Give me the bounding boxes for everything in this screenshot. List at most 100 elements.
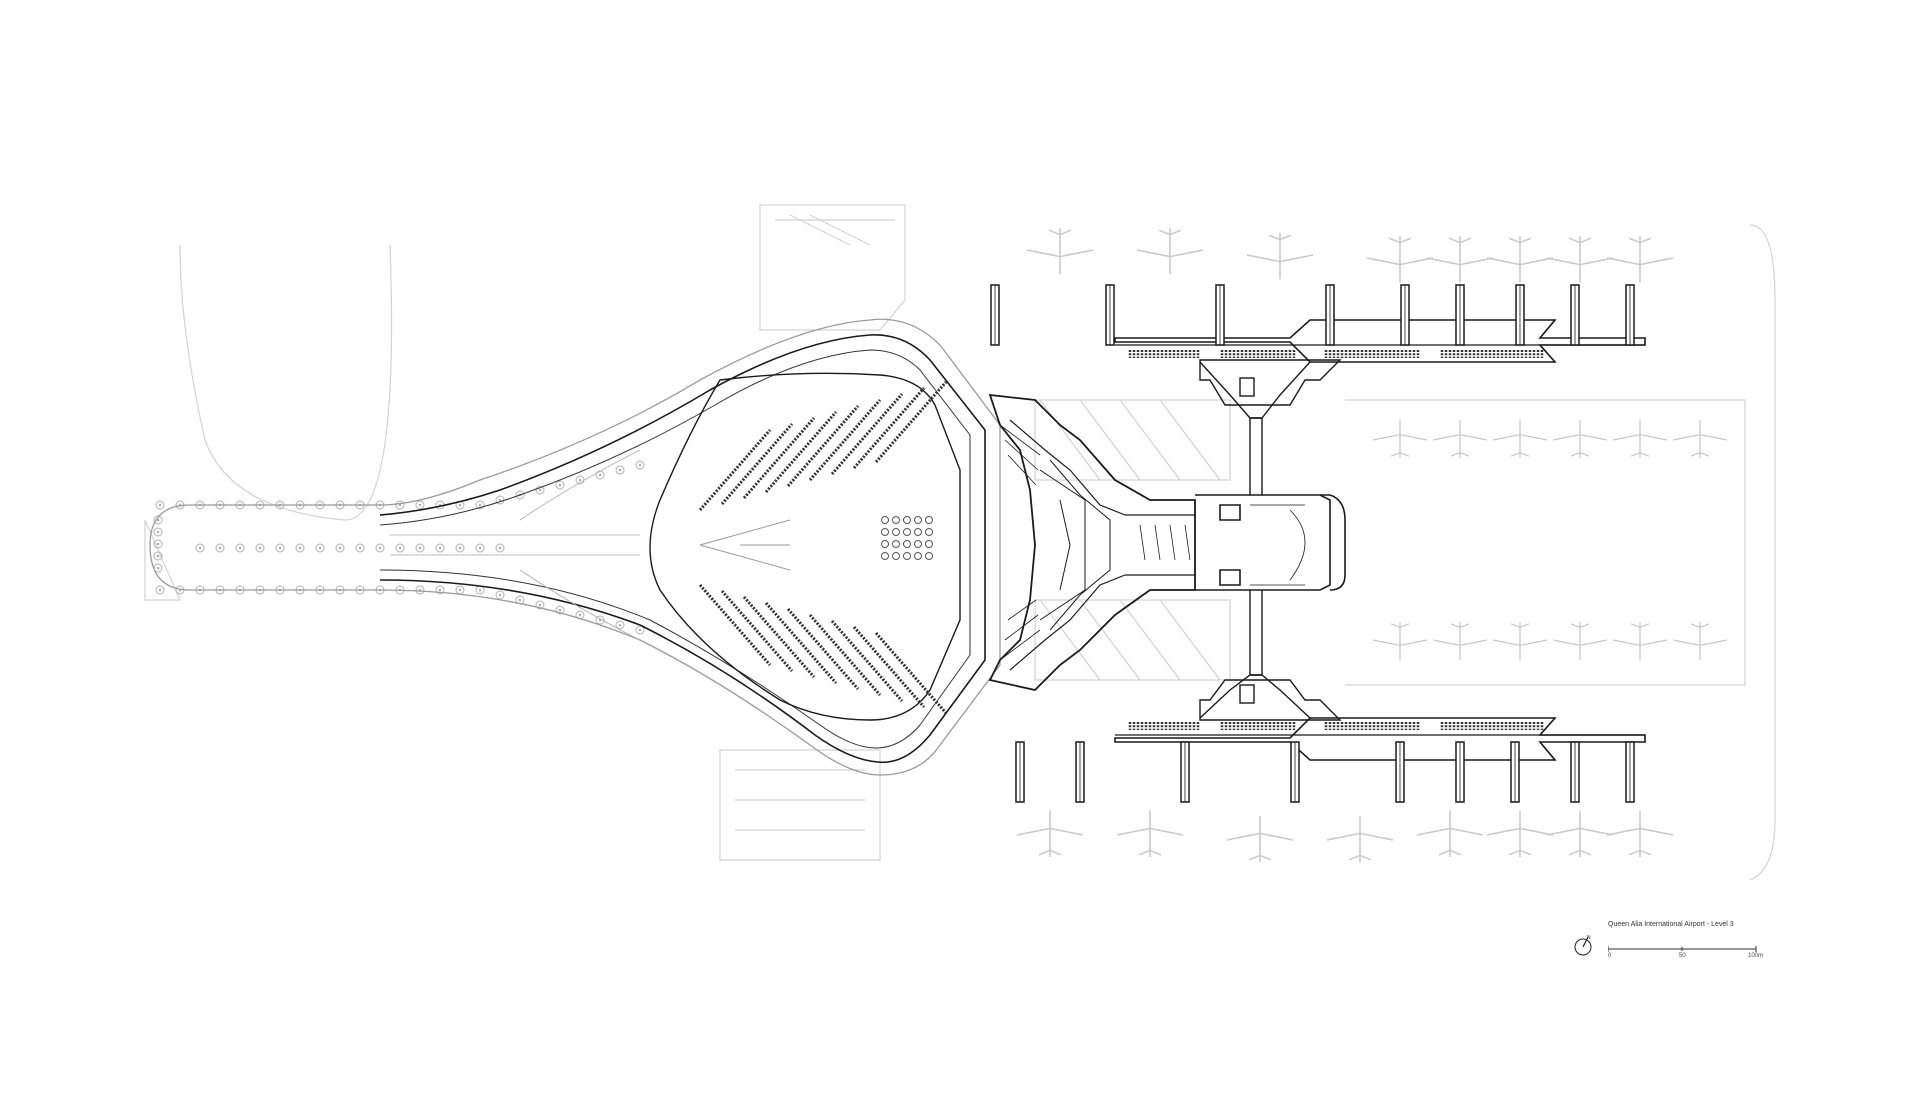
tree-icon [415, 500, 425, 510]
jet-bridge [1625, 284, 1635, 346]
north-pier [990, 284, 1646, 419]
aircraft-icon [1486, 235, 1554, 283]
jet-bridge [1625, 741, 1635, 803]
tree-icon [255, 543, 265, 553]
aircraft-icon [1246, 232, 1314, 280]
jet-bridge [1395, 741, 1405, 803]
tree-icon [335, 543, 345, 553]
planter-icon [925, 540, 933, 548]
planter-icon [914, 552, 922, 560]
planter-icon [914, 540, 922, 548]
tree-icon [215, 543, 225, 553]
planter-icon [914, 516, 922, 524]
aircraft-icon [1492, 621, 1548, 661]
planter-icon [925, 552, 933, 560]
aircraft-icon [1366, 235, 1434, 283]
parking-row [808, 399, 882, 481]
parking-row [874, 381, 948, 463]
scale-label-0: 0 [1608, 953, 1612, 959]
planter-icon [881, 516, 889, 524]
tree-icon [415, 543, 425, 553]
parking-row [720, 590, 794, 672]
parking-row [830, 620, 904, 702]
planter-icon [903, 528, 911, 536]
aircraft-icon [1416, 810, 1484, 858]
planter-icon [925, 516, 933, 524]
aircraft-icon [1612, 621, 1668, 661]
pier-links [1199, 359, 1342, 721]
jet-bridge [1515, 284, 1525, 346]
central-concourse [1195, 494, 1346, 591]
parking-row [698, 584, 772, 666]
tree-icon [635, 460, 645, 470]
aircraft-icon [1432, 621, 1488, 661]
tree-icon [395, 543, 405, 553]
aircraft-icon [1492, 419, 1548, 459]
parking-row [830, 393, 904, 475]
jet-bridge [1570, 284, 1580, 346]
planter-icon [903, 540, 911, 548]
tree-icon [275, 543, 285, 553]
tree-icon [495, 590, 505, 600]
scale-bar [1608, 946, 1757, 952]
jet-bridge [1570, 741, 1580, 803]
parking-row [852, 626, 926, 708]
aircraft-icon [1116, 810, 1184, 858]
parking-row [698, 429, 772, 511]
south-pier [1015, 674, 1646, 803]
tree-icon [195, 543, 205, 553]
drawing-legend: Queen Alia International Airport - Level… [1570, 921, 1770, 967]
tree-icon [155, 500, 165, 510]
aircraft-icon [1606, 235, 1674, 283]
parking-row [852, 387, 926, 469]
access-road [149, 318, 1001, 776]
planter-icon [892, 528, 900, 536]
aircraft-icon [1546, 235, 1614, 283]
tree-icon [395, 500, 405, 510]
jet-bridge [1400, 284, 1410, 346]
planter-icon [903, 552, 911, 560]
terminal-building [988, 393, 1196, 691]
parking-row [786, 608, 860, 690]
tree-icon [595, 470, 605, 480]
tree-icon [555, 480, 565, 490]
planter-icon [914, 528, 922, 536]
parking-row [764, 602, 838, 684]
jet-bridge [1215, 284, 1225, 346]
aircraft-icon [1606, 810, 1674, 858]
north-arrow-icon: N [1574, 935, 1592, 956]
jet-bridge [1325, 284, 1335, 346]
jet-bridge [1455, 284, 1465, 346]
aircraft-icon [1432, 419, 1488, 459]
aircraft-icon [1372, 419, 1428, 459]
aircraft-stands [1016, 227, 1728, 863]
planter-icon [925, 528, 933, 536]
jet-bridge [990, 284, 1000, 346]
tree-icon [615, 465, 625, 475]
tree-icon [415, 585, 425, 595]
parking-row [786, 405, 860, 487]
planter-icon [892, 516, 900, 524]
tree-icon [155, 585, 165, 595]
aircraft-icon [1672, 419, 1728, 459]
aircraft-icon [1136, 227, 1204, 275]
parking-row [742, 417, 816, 499]
jet-bridge [1015, 741, 1025, 803]
tree-icon [375, 543, 385, 553]
planter-icon [903, 516, 911, 524]
jet-bridge [1105, 284, 1115, 346]
tree-icon [295, 543, 305, 553]
drawing-title: Queen Alia International Airport - Level… [1608, 921, 1734, 928]
parking-row [874, 632, 948, 714]
aircraft-icon [1026, 227, 1094, 275]
jet-bridge [1455, 741, 1465, 803]
parking-row [742, 596, 816, 678]
aircraft-icon [1372, 621, 1428, 661]
planter-icon [881, 540, 889, 548]
tree-icon [153, 527, 163, 537]
parking-row [720, 423, 794, 505]
tree-icon [475, 543, 485, 553]
planter-icon [881, 528, 889, 536]
aircraft-icon [1672, 621, 1728, 661]
